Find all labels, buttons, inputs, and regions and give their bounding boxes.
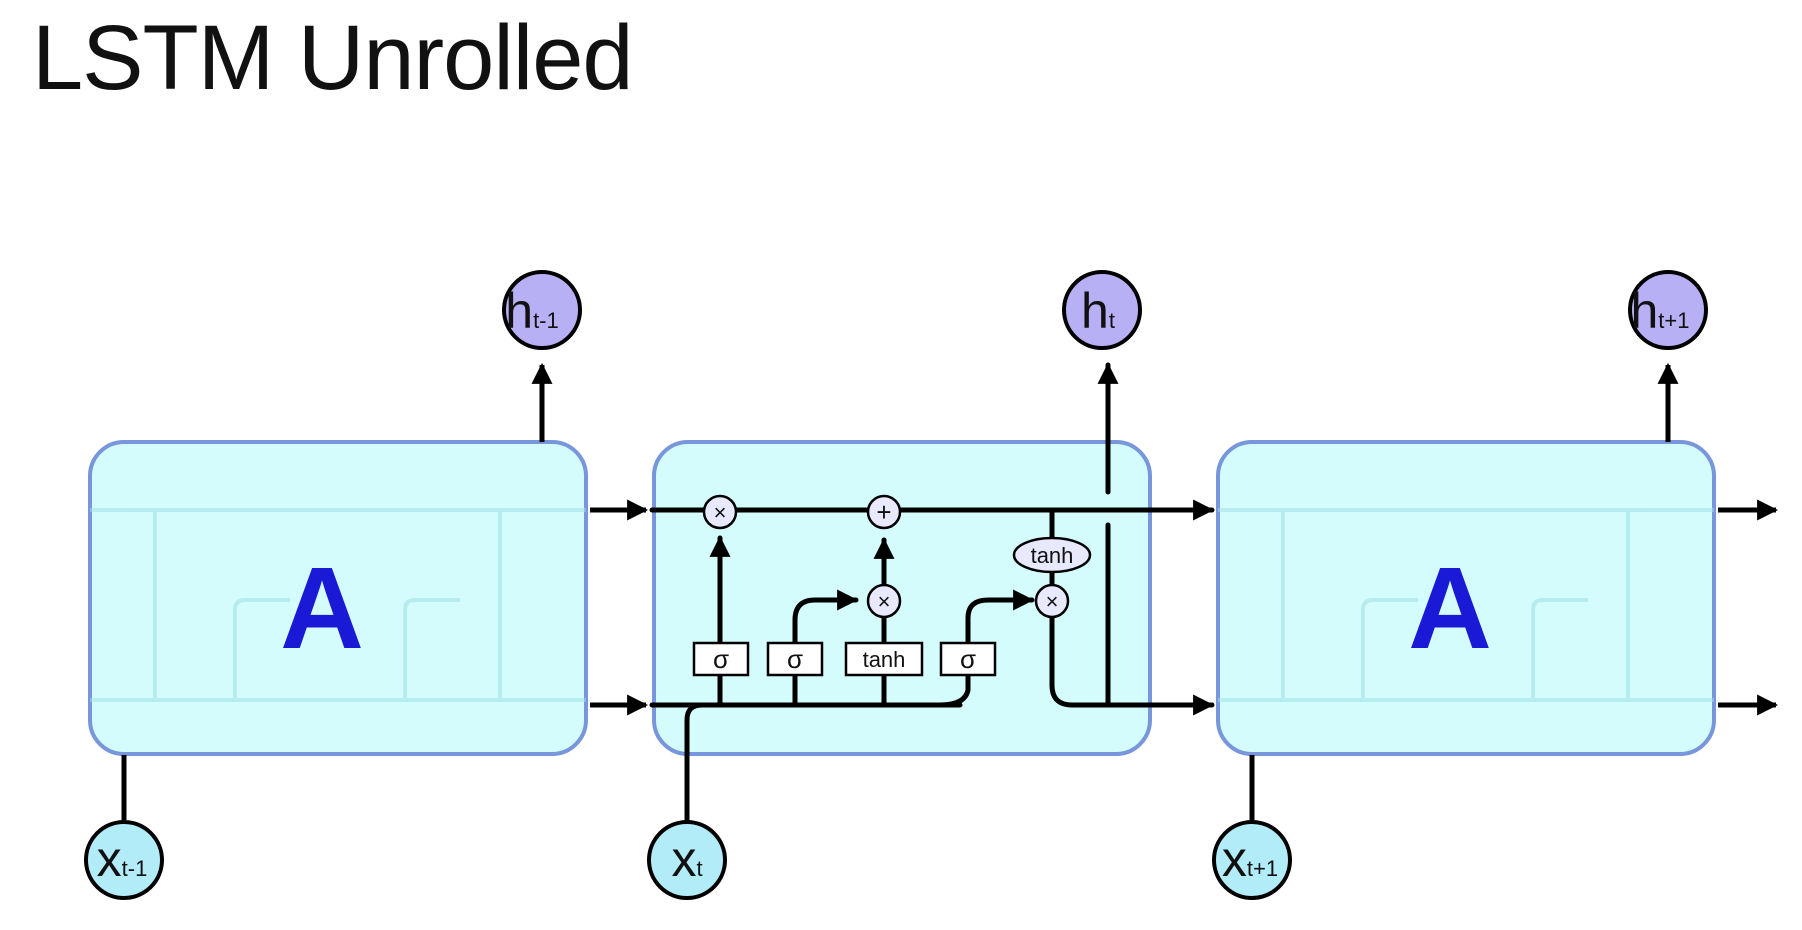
input-node-next-base: x xyxy=(1222,831,1247,887)
svg-text:xt-1: xt-1 xyxy=(97,831,148,887)
cell-current-wiring xyxy=(649,362,1215,823)
cell-prev-box xyxy=(88,440,588,756)
op-multiply-input: × xyxy=(866,583,902,619)
output-node-prev-base: h xyxy=(505,283,533,339)
input-node-next: xt+1 xyxy=(1212,820,1292,900)
output-node-prev-sub: t-1 xyxy=(533,308,559,333)
op-tanh-cell: tanh xyxy=(1012,536,1092,574)
gate-sigma-output: σ xyxy=(939,641,997,677)
output-node-next-base: h xyxy=(1630,283,1658,339)
cell-next-label: A xyxy=(1408,543,1492,673)
output-risers xyxy=(531,362,1679,442)
cell-prev-ghost-lines xyxy=(90,508,586,702)
input-stems xyxy=(121,755,1255,820)
op-tanh-cell-label: tanh xyxy=(1031,543,1074,568)
svg-text:xt+1: xt+1 xyxy=(1222,831,1278,887)
input-node-prev-sub: t-1 xyxy=(122,856,148,881)
op-multiply-input-label: × xyxy=(878,589,891,614)
page-title: LSTM Unrolled xyxy=(32,7,634,109)
output-node-current-sub: t xyxy=(1109,308,1115,333)
op-multiply-output-label: × xyxy=(1046,589,1059,614)
gate-tanh-candidate: tanh xyxy=(844,641,924,677)
cell-prev-label: A xyxy=(280,543,364,673)
cell-next-box xyxy=(1216,440,1716,756)
op-multiply-forget-label: × xyxy=(714,500,727,525)
gate-sigma-input-label: σ xyxy=(787,644,803,674)
svg-text:xt: xt xyxy=(671,831,702,887)
input-node-prev-base: x xyxy=(97,831,122,887)
svg-text:ht-1: ht-1 xyxy=(505,283,559,339)
gate-sigma-input: σ xyxy=(766,641,824,677)
op-multiply-forget: × xyxy=(702,494,738,530)
input-node-current-sub: t xyxy=(696,856,702,881)
input-node-prev: xt-1 xyxy=(84,820,164,900)
cell-prev: A xyxy=(88,440,588,756)
output-node-next: ht+1 xyxy=(1628,270,1708,350)
gate-sigma-forget-label: σ xyxy=(713,644,729,674)
gate-tanh-candidate-label: tanh xyxy=(863,647,906,672)
svg-text:ht: ht xyxy=(1081,283,1115,339)
gate-sigma-forget: σ xyxy=(692,641,750,677)
cell-next-ghost-lines xyxy=(1218,508,1714,702)
op-add-cell: + xyxy=(866,494,902,530)
input-node-current: xt xyxy=(647,820,727,900)
gate-sigma-output-label: σ xyxy=(960,644,976,674)
output-node-next-sub: t+1 xyxy=(1658,308,1689,333)
input-node-next-sub: t+1 xyxy=(1247,856,1278,881)
output-node-current: ht xyxy=(1062,270,1142,350)
op-add-cell-label: + xyxy=(876,497,891,527)
op-multiply-output: × xyxy=(1034,583,1070,619)
input-node-current-base: x xyxy=(671,831,696,887)
output-node-prev: ht-1 xyxy=(502,270,582,350)
output-node-current-base: h xyxy=(1081,283,1109,339)
inter-cell-arrows xyxy=(590,499,1779,716)
svg-text:ht+1: ht+1 xyxy=(1630,283,1689,339)
cell-next: A xyxy=(1216,440,1716,756)
